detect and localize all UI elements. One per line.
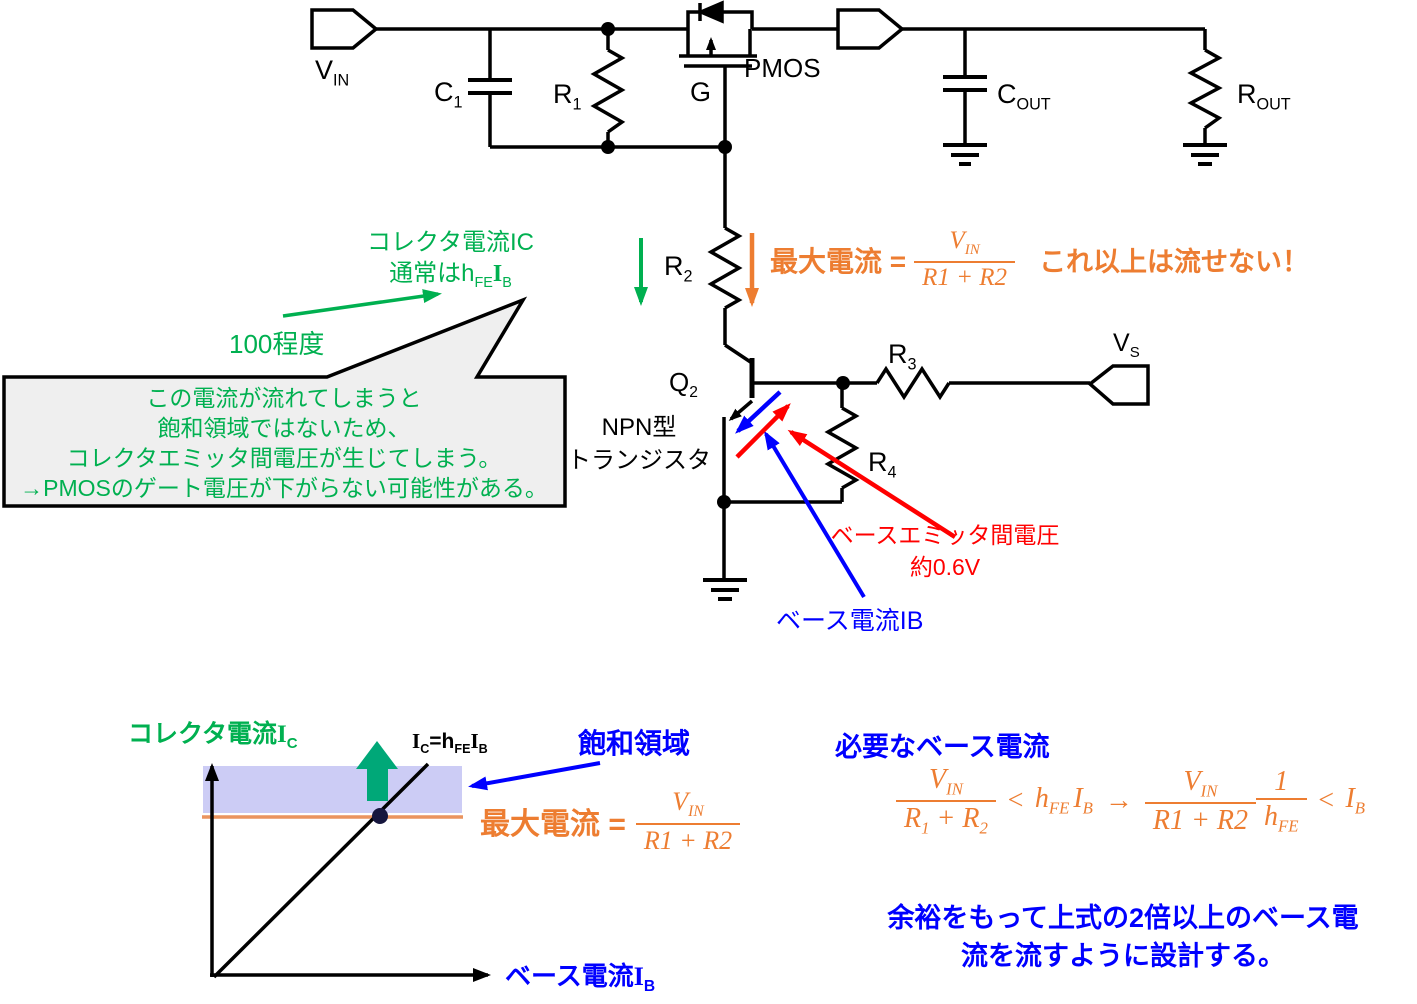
- design-note: 余裕をもって上式の2倍以上のベース電 流を流すように設計する。: [887, 903, 1359, 971]
- green-pointer-arrow: [282, 289, 442, 318]
- capacitor-c1: [468, 78, 512, 95]
- graph: [202, 741, 601, 982]
- operating-point-dot: [372, 808, 388, 824]
- io-ports: [310, 8, 1150, 406]
- pmos-symbol: [679, 0, 757, 68]
- gain-note: 100程度: [229, 329, 325, 359]
- body-diode-icon: [696, 0, 724, 24]
- ground-symbols: [703, 143, 1227, 601]
- implies-arrow-icon: →: [1104, 785, 1133, 817]
- vs-label: VS: [1113, 329, 1140, 361]
- base-current-short-arrow: [735, 390, 782, 434]
- up-fat-arrow-icon: [356, 741, 398, 801]
- base-current-formula: VIN R1 + R2 < hFE IB → VIN R1 + R2 1 hFE…: [896, 765, 1365, 837]
- vbe-note: ベースエミッタ間電圧 約0.6V: [830, 522, 1060, 580]
- npn-transistor-symbol: [728, 358, 755, 421]
- saturation-label: 飽和領域: [578, 728, 691, 759]
- speech-bubble-text: この電流が流れてしまうと 飽和領域ではないため、 コレクタエミッタ間電圧が生じて…: [20, 385, 548, 501]
- vbe-long-arrow: [787, 429, 957, 539]
- graph-x-label: ベース電流IB: [505, 961, 656, 996]
- q2-label: Q2: [669, 367, 698, 402]
- rout-label: ROUT: [1237, 79, 1291, 114]
- graph-y-label: コレクタ電流IC: [128, 720, 298, 752]
- vbe-short-arrow: [735, 403, 791, 459]
- max-current-formula: 最大電流 = VIN R1 + R2 これ以上は流せない！: [770, 227, 1310, 291]
- resistor-r2: [707, 226, 743, 310]
- pmos-label: PMOS: [744, 53, 821, 83]
- vs-port: [1087, 364, 1150, 406]
- resistor-symbols: [590, 48, 1223, 490]
- graph-max-current-formula: 最大電流 = VIN R1 + R2: [480, 788, 741, 854]
- speech-bubble-shape: [2, 296, 567, 508]
- c1-label: C1: [434, 77, 463, 112]
- cout-label: COUT: [997, 79, 1051, 114]
- saturation-pointer-arrow: [468, 761, 601, 791]
- max-current-warning: これ以上は流せない！: [1039, 247, 1310, 277]
- vin-label: VIN: [315, 55, 350, 90]
- npn-type-label: NPN型 トランジスタ: [567, 414, 711, 474]
- r3-label: R3: [888, 339, 917, 374]
- gate-label: G: [690, 77, 712, 107]
- gain-line: [212, 762, 430, 979]
- vout-port: [836, 8, 905, 50]
- r1-label: R1: [553, 79, 582, 114]
- collector-current-note: コレクタ電流IC 通常はhFEIB: [366, 229, 535, 291]
- base-current-note: ベース電流IB: [776, 607, 924, 635]
- resistor-rout: [1187, 48, 1223, 130]
- r4-label: R4: [868, 447, 897, 482]
- saturation-band: [203, 766, 462, 813]
- junction-dots: [601, 22, 850, 509]
- resistor-r1: [590, 48, 626, 134]
- r2-label: R2: [664, 251, 693, 286]
- resistor-r4: [824, 406, 860, 490]
- vin-port: [310, 8, 379, 50]
- gain-line-label: IC=hFEIB: [412, 729, 488, 757]
- base-current-long-arrow: [763, 430, 866, 599]
- base-current-title: 必要なベース電流: [835, 732, 1050, 762]
- capacitor-cout: [943, 75, 987, 92]
- resistor-r3: [875, 365, 951, 401]
